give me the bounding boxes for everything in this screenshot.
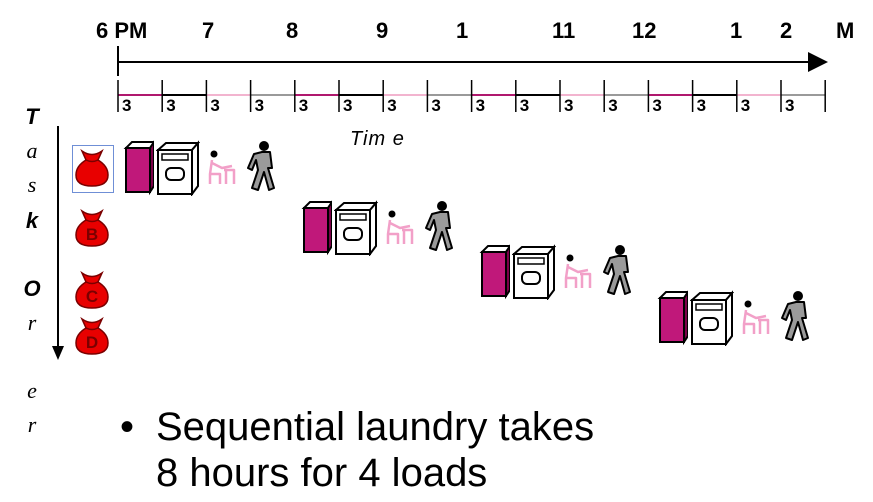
- time-axis-label: Tim e: [350, 128, 405, 151]
- load-letter: C: [86, 287, 98, 306]
- interval-label: 3: [166, 96, 176, 115]
- task-order-letter: r: [27, 310, 37, 335]
- hour-label: 1: [730, 18, 743, 43]
- washer-icon: [122, 138, 156, 201]
- interval-label: 3: [387, 96, 397, 115]
- task-order-arrow: [52, 126, 64, 360]
- hour-label: 11: [552, 18, 576, 43]
- interval-label: 3: [652, 96, 662, 115]
- folder-person-icon: [740, 298, 770, 343]
- folder-person-icon: [206, 148, 236, 193]
- hour-label: 12: [632, 18, 657, 43]
- hour-label: 2: [780, 18, 793, 43]
- load-letter: D: [86, 333, 98, 352]
- dryer-icon: [333, 200, 379, 261]
- stage-row: [656, 288, 826, 351]
- laundry-bag-icon[interactable]: C: [74, 270, 110, 310]
- laundry-bag-icon[interactable]: B: [74, 208, 110, 248]
- bullet-line-1: • Sequential laundry takes: [120, 404, 594, 450]
- interval-label: 3: [740, 96, 751, 115]
- bullet-dot: •: [120, 405, 135, 449]
- hour-label: 1: [456, 18, 469, 43]
- interval-label: 3: [564, 96, 574, 115]
- hour-label: 6 PM: [96, 18, 148, 43]
- interval-label: 3: [298, 96, 309, 115]
- stage-row: [300, 198, 470, 261]
- dryer-icon: [511, 244, 557, 305]
- interval-label: 3: [122, 96, 132, 115]
- dryer-icon: [689, 290, 735, 351]
- hour-label: 8: [286, 18, 299, 43]
- time-axis-label-main: Tim: [350, 128, 387, 150]
- stage-row: [478, 242, 648, 305]
- laundry-bag-icon[interactable]: D: [74, 316, 110, 356]
- hour-label: M: [836, 18, 855, 43]
- interval-label: 3: [608, 96, 618, 115]
- bullet-line-2: 8 hours for 4 loads: [120, 450, 594, 496]
- interval-label: 3: [519, 96, 530, 115]
- time-axis-label-suffix: e: [392, 128, 405, 150]
- task-order-letter: k: [25, 208, 39, 233]
- folder-person-icon: [384, 208, 414, 253]
- washer-icon: [656, 288, 690, 351]
- walking-person-icon: [600, 244, 634, 301]
- laundry-bag-icon[interactable]: [74, 148, 110, 188]
- task-order-letter: O: [23, 276, 41, 301]
- interval-label: 3: [254, 96, 265, 115]
- walking-person-icon: [244, 140, 278, 197]
- interval-segments: [117, 80, 826, 112]
- interval-label: 3: [343, 96, 353, 115]
- task-order-letter: r: [27, 412, 37, 437]
- task-order-letter: a: [26, 138, 38, 163]
- bullet-text-line-2: 8 hours for 4 loads: [156, 451, 488, 495]
- task-order-letter: e: [27, 378, 37, 403]
- dryer-icon: [155, 140, 201, 201]
- task-order-letter: s: [27, 172, 37, 197]
- bullet-text-line-1: Sequential laundry takes: [156, 405, 595, 449]
- interval-label: 3: [210, 96, 220, 115]
- interval-label: 3: [785, 96, 795, 115]
- walking-person-icon: [422, 200, 456, 257]
- hour-label: 7: [202, 18, 215, 43]
- load-selection-box[interactable]: [72, 145, 114, 193]
- folder-person-icon: [562, 252, 592, 297]
- interval-label: 3: [475, 96, 486, 115]
- timeline-axis: [117, 46, 828, 112]
- interval-label: 3: [431, 96, 441, 115]
- interval-label: 3: [696, 96, 707, 115]
- hour-label: 9: [376, 18, 389, 43]
- task-order-letter: T: [25, 104, 39, 129]
- stage-row: [122, 138, 292, 201]
- bullet-point: • Sequential laundry takes 8 hours for 4 …: [120, 404, 594, 496]
- walking-person-icon: [778, 290, 812, 347]
- washer-icon: [478, 242, 512, 305]
- load-letter: B: [86, 225, 98, 244]
- washer-icon: [300, 198, 334, 261]
